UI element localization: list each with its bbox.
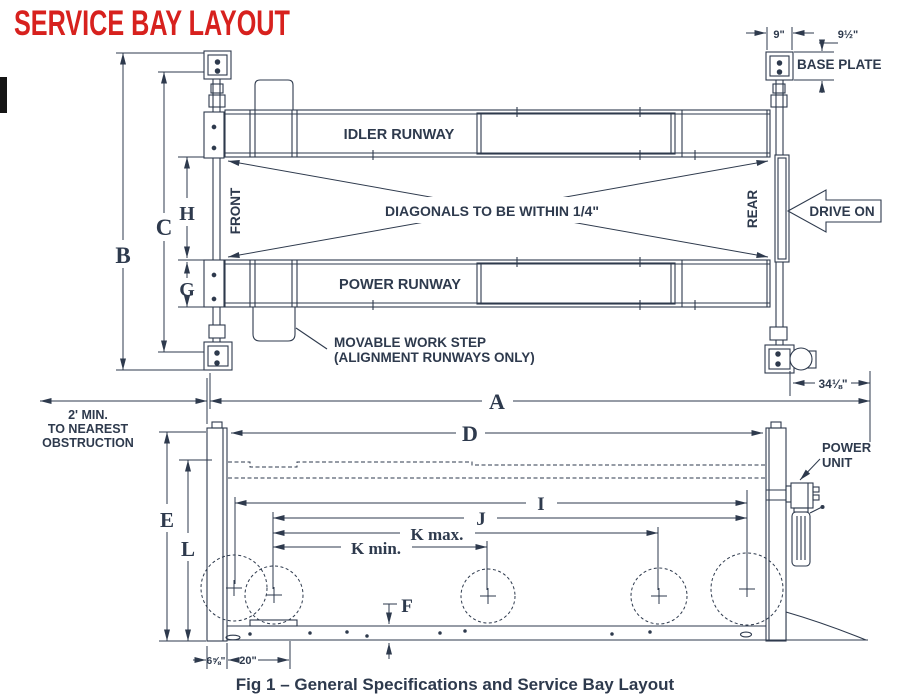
idler-runway bbox=[224, 107, 771, 160]
raised-runway-dashed bbox=[228, 461, 766, 479]
work-step-leader bbox=[295, 327, 328, 350]
dim-J: J bbox=[476, 509, 486, 530]
vehicle-wheels bbox=[200, 552, 784, 626]
side-right-column bbox=[765, 421, 787, 642]
dim-C: C bbox=[156, 215, 173, 240]
dim-6-58: 6⅝" bbox=[207, 656, 226, 667]
rear-right-column bbox=[764, 51, 817, 374]
plan-dimensions bbox=[40, 27, 871, 442]
power-unit bbox=[785, 482, 825, 567]
dim-F: F bbox=[401, 596, 413, 617]
plan-view bbox=[40, 27, 882, 442]
labels: IDLER RUNWAY POWER RUNWAY DIAGONALS TO B… bbox=[42, 29, 881, 694]
drive-on-ramp bbox=[785, 611, 867, 641]
power-unit-motor-plan bbox=[789, 347, 813, 371]
side-left-column bbox=[206, 421, 228, 642]
front-label: FRONT bbox=[228, 187, 243, 234]
work-step-note-line1: MOVABLE WORK STEP bbox=[334, 335, 486, 350]
side-runway-rail bbox=[225, 619, 868, 641]
diagonals-note: DIAGONALS TO BE WITHIN 1/4" bbox=[385, 203, 599, 219]
dim-G: G bbox=[179, 279, 195, 301]
dim-E: E bbox=[160, 508, 174, 532]
dim-L: L bbox=[181, 537, 195, 561]
power-runway-label: POWER RUNWAY bbox=[339, 277, 461, 293]
clearance-note-line1: 2' MIN. bbox=[68, 408, 108, 422]
power-unit-label-line1: POWER bbox=[822, 440, 872, 455]
dim-H: H bbox=[179, 203, 195, 225]
dim-K-max: K max. bbox=[411, 525, 464, 544]
dim-B: B bbox=[115, 243, 130, 268]
diagonal-check-lines bbox=[227, 160, 769, 258]
drive-on-label: DRIVE ON bbox=[809, 204, 874, 219]
side-view bbox=[159, 421, 868, 669]
side-dimensions bbox=[159, 430, 763, 669]
dim-9: 9" bbox=[773, 29, 784, 41]
front-left-column bbox=[203, 50, 233, 371]
figure-caption: Fig 1 – General Specifications and Servi… bbox=[236, 675, 675, 694]
dim-A: A bbox=[489, 389, 505, 414]
work-step-note-line2: (ALIGNMENT RUNWAYS ONLY) bbox=[334, 350, 535, 365]
dim-34-eighth: 34⅛" bbox=[818, 377, 847, 391]
idler-runway-label: IDLER RUNWAY bbox=[344, 127, 455, 143]
power-runway bbox=[224, 257, 771, 310]
power-unit-leader bbox=[799, 458, 821, 481]
rear-label: REAR bbox=[745, 190, 760, 229]
base-plate-label: BASE PLATE bbox=[797, 57, 882, 72]
page-title: SERVICE BAY LAYOUT bbox=[14, 4, 290, 43]
dim-20: 20" bbox=[239, 655, 256, 667]
power-unit-label-line2: UNIT bbox=[822, 455, 852, 470]
dim-I: I bbox=[537, 494, 544, 515]
clearance-note-line2: TO NEAREST bbox=[48, 422, 129, 436]
dim-K-min: K min. bbox=[351, 539, 401, 558]
work-step-side bbox=[249, 619, 298, 627]
clearance-note-line3: OBSTRUCTION bbox=[42, 436, 134, 450]
work-step-top bbox=[254, 79, 294, 111]
dim-9-half: 9½" bbox=[838, 29, 859, 41]
drive-on-arrow bbox=[786, 189, 882, 233]
dim-D: D bbox=[462, 421, 478, 446]
work-step-bottom bbox=[252, 306, 296, 342]
page-edge-mark bbox=[0, 77, 7, 113]
